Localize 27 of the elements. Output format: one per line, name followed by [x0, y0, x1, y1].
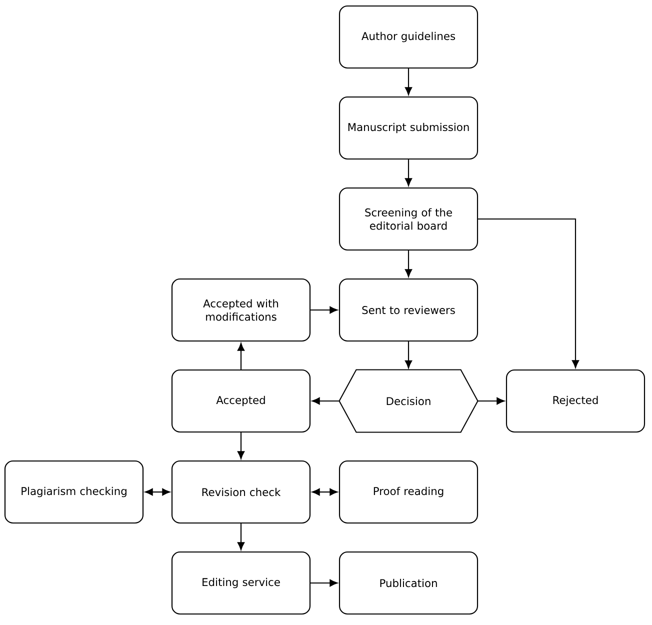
arrow	[404, 160, 412, 186]
process-box: Screening of the editorial board	[338, 187, 478, 251]
process-box: Author guidelines	[338, 5, 478, 69]
process-box: Manuscript submission	[338, 96, 478, 160]
process-box: Publication	[338, 551, 478, 615]
arrow	[237, 432, 245, 460]
arrow	[478, 218, 580, 368]
decision-hexagon: Decision	[338, 369, 478, 433]
arrow	[312, 488, 338, 496]
arrow	[310, 306, 338, 314]
process-box: Rejected	[506, 369, 646, 433]
process-box: Sent to reviewers	[338, 278, 478, 342]
process-box: Editing service	[171, 551, 311, 615]
arrow	[312, 397, 340, 405]
process-box: Proof reading	[338, 460, 478, 524]
process-box: Plagiarism checking	[4, 460, 144, 524]
process-box: Accepted	[171, 369, 311, 433]
arrow	[237, 342, 245, 370]
arrow	[144, 488, 170, 496]
arrow	[404, 68, 412, 96]
process-box: Accepted with modifications	[171, 278, 311, 342]
arrow	[404, 250, 412, 278]
arrow	[310, 579, 338, 587]
arrow	[237, 524, 245, 550]
process-box: Revision check	[171, 460, 311, 524]
arrow	[404, 342, 412, 368]
arrow	[478, 397, 505, 405]
